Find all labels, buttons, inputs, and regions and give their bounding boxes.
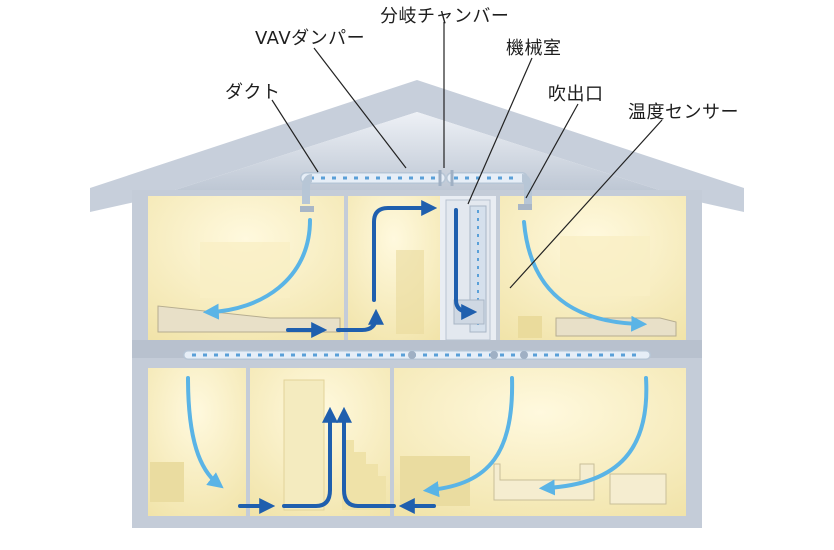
label-outlet: 吹出口 (548, 84, 604, 105)
supply-arrow-lower-right (538, 376, 649, 496)
leader-outlet (525, 103, 579, 199)
supply-arrow-lower-left (186, 376, 224, 489)
leader-lines (271, 22, 663, 289)
leader-sensor (509, 119, 663, 289)
label-branch-chamber: 分岐チャンバー (380, 6, 510, 27)
roof (90, 80, 744, 212)
return-arrow-2 (336, 308, 384, 332)
return-arrow-6 (282, 406, 338, 508)
leader-machine (467, 57, 533, 205)
supply-airflow (186, 218, 649, 498)
supply-arrow-bedroom-right (522, 220, 648, 332)
lower-floor-rooms (148, 368, 686, 516)
leader-vav (313, 47, 407, 169)
machine-room (445, 199, 491, 341)
label-temp-sensor: 温度センサー (628, 102, 739, 123)
supply-arrow-bedroom-left (202, 218, 312, 320)
label-machine-room: 機械室 (506, 38, 562, 59)
return-arrow-4 (454, 208, 478, 320)
duct-floor (183, 350, 651, 360)
label-vav-damper: VAVダンパー (255, 28, 366, 49)
label-duct: ダクト (225, 82, 281, 103)
return-airflow (238, 200, 478, 514)
supply-arrow-lower-mid (422, 376, 515, 498)
duct-attic (300, 170, 532, 212)
leader-duct (271, 99, 319, 173)
return-arrow-7 (336, 406, 396, 508)
return-arrow-3 (372, 200, 438, 302)
